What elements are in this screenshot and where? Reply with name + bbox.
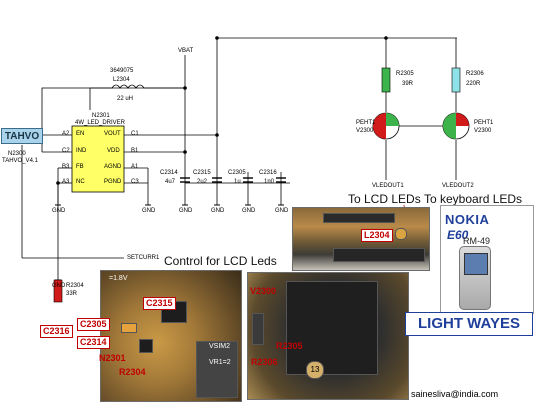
pad-13: 13 [306, 361, 324, 379]
tag-c2316: C2316 [40, 325, 73, 338]
pin-name-fb: FB [76, 164, 84, 170]
pcb-led-part [252, 313, 264, 345]
pin-name-ind: IND [76, 148, 87, 154]
heading-to-lcd-leds: To LCD LEDs [348, 192, 421, 206]
peht-right: PEHT1 [474, 120, 494, 126]
r2305-value: 39R [402, 81, 414, 87]
pin-c3: C3 [131, 179, 139, 185]
pin-name-nc: NC [76, 179, 85, 185]
pin-a2: A2 [62, 131, 70, 137]
pin-name-pgnd: PGND [104, 179, 122, 185]
vbat-label: VBAT [178, 48, 194, 54]
gnd-label-7: GND [52, 283, 66, 289]
phone-image [459, 246, 491, 310]
pcb-photo-control: =1.8V VSIM2 VR1=2 [100, 270, 242, 402]
phone-brand-panel: NOKIA E60 RM-49 [440, 205, 534, 314]
l2304-value: 22 uH [117, 96, 134, 102]
nokia-logo: NOKIA [445, 212, 490, 227]
pcb-ic [139, 339, 153, 353]
tag-c2315: C2315 [143, 297, 176, 310]
pcb-connector [323, 213, 395, 223]
pin-c2: C2 [62, 148, 70, 154]
pin-a1: A1 [131, 164, 139, 170]
heading-to-keyboard-leds: To keyboard LEDs [424, 192, 523, 206]
pcb-photo-driver: 13 [247, 272, 409, 400]
lightways-logo: LIGHT WAYES [405, 312, 533, 336]
gnd-label-1: GND [52, 208, 66, 214]
pcb-shield [333, 248, 425, 262]
l2304-code: 3649075 [110, 68, 134, 74]
pcb-shield-2 [196, 341, 238, 398]
n2300-ref: N2300 [8, 151, 26, 157]
c2305-ref: C2305 [228, 170, 246, 176]
gnd-label-4: GND [211, 208, 225, 214]
pin-b3: B3 [62, 164, 70, 170]
tag-r2305: R2305 [276, 341, 303, 351]
model-e60: E60 [447, 228, 469, 242]
pin-name-vdd: VDD [107, 148, 120, 154]
tag-c2305: C2305 [77, 318, 110, 331]
r2306-ref: R2306 [466, 71, 484, 77]
pcb-voltage-18: =1.8V [109, 275, 128, 282]
peht-left: PEHT1 [356, 120, 376, 126]
r2306-value: 220R [466, 81, 481, 87]
pin-b1: B1 [131, 148, 139, 154]
v2300-right: V2300 [474, 128, 492, 134]
c2315-value: 2u2 [197, 179, 208, 185]
tag-c2314: C2314 [77, 336, 110, 349]
pin-c1: C1 [131, 131, 139, 137]
pcb-main-chip [286, 281, 378, 375]
vledout2-label: VLEDOUT2 [442, 183, 474, 189]
tag-n2301: N2301 [99, 353, 126, 363]
pin-name-en: EN [76, 131, 85, 137]
tahvo-signal-label: TAHVO [1, 128, 43, 144]
r2304-ref: R2304 [66, 283, 84, 289]
tag-l2304: L2304 [361, 229, 393, 242]
c2316-ref: C2316 [259, 170, 277, 176]
c2316-value: 1n0 [264, 179, 275, 185]
pcb-vsim2: VSIM2 [209, 343, 231, 350]
gnd-label-6: GND [275, 208, 289, 214]
r2304-value: 33R [66, 291, 78, 297]
n2300-label: TAHVO_V4.1 [2, 158, 38, 164]
gnd-label-5: GND [242, 208, 256, 214]
pin-a3: A3 [62, 179, 70, 185]
heading-control-lcd-leds: Control for LCD Leds [164, 254, 277, 268]
pin-name-agnd: AGND [104, 164, 122, 170]
model-code: RM-49 [463, 236, 491, 246]
r2305-ref: R2305 [396, 71, 414, 77]
c2314-value: 4u7 [165, 179, 176, 185]
setcurr-label: SETCURR1 [127, 255, 160, 261]
tag-r2304: R2304 [119, 367, 146, 377]
tag-r2306: R2306 [251, 357, 278, 367]
led-pad [395, 228, 407, 240]
phone-screen [464, 253, 488, 275]
c2315-ref: C2315 [193, 170, 211, 176]
pcb-capacitor [121, 323, 137, 333]
c2314-ref: C2314 [160, 170, 178, 176]
ic-name: 4W_LED_DRIVER [75, 120, 126, 126]
ic-ref: N2301 [92, 113, 110, 119]
l2304-ref: L2304 [113, 77, 130, 83]
pin-name-vout: VOUT [104, 131, 121, 137]
pcb-vr1: VR1=2 [209, 359, 231, 366]
author-email: sainesliva@india.com [411, 389, 499, 399]
gnd-label-3: GND [179, 208, 193, 214]
vledout1-label: VLEDOUT1 [372, 183, 404, 189]
c2305-value: 1u [234, 179, 241, 185]
tag-v2300: V2300 [250, 286, 277, 296]
gnd-label-2: GND [142, 208, 156, 214]
v2300-left: V2300 [356, 128, 374, 134]
